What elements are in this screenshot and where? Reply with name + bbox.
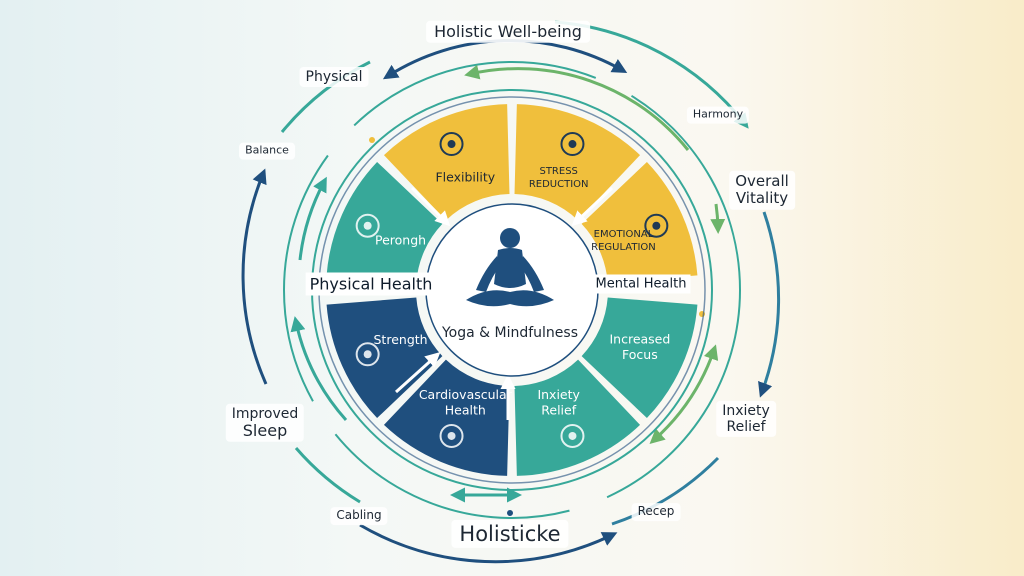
outer-label-harmony: Harmony	[686, 106, 750, 124]
outer-label-overall-vitality: Overall Vitality	[729, 170, 795, 210]
segment-label-strength-line-1: Strength	[374, 332, 428, 347]
segment-stress-reduction	[514, 104, 641, 221]
outer-arc-bottom-right	[611, 456, 720, 526]
checklist-icon	[644, 213, 669, 238]
segment-perongh	[326, 161, 443, 283]
bottom-title: Holisticke	[451, 519, 569, 549]
segment-inxiety-relief	[514, 359, 641, 476]
segment-label-inxiety-relief-line-1: Inxiety	[537, 387, 580, 402]
outer-label-inxiety-relief: Inxiety Relief	[716, 400, 776, 438]
segment-label-flexibility-line-1: Flexibility	[435, 169, 495, 184]
outer-ring-arcs	[241, 20, 781, 564]
segment-label-cardiovascular-health-line-2: Health	[445, 403, 486, 418]
segment-label-perongh-line-1: Perongh	[375, 233, 426, 248]
right-lower-arrow	[649, 344, 719, 444]
segment-strength	[326, 297, 443, 419]
target-icon	[560, 423, 585, 448]
overall-vitality-line-1: Overall	[735, 171, 789, 190]
meditation-figure-icon	[466, 228, 554, 307]
outer-arc-top-left	[280, 60, 371, 133]
outer-arc-left	[241, 168, 268, 385]
outer-label-recep: Recep	[631, 503, 681, 521]
category-physical-health: Physical Health	[305, 272, 437, 296]
segment-label-emotional-regulation-line-2: REGULATION	[591, 242, 656, 253]
segment-label-increased-focus-line-1: Increased	[609, 331, 670, 346]
top-green-arrow	[464, 64, 690, 151]
outer-label-physical: Physical	[299, 66, 369, 88]
segment-emotional-regulation	[581, 161, 698, 283]
outer-arc-bottom	[359, 523, 618, 564]
top-bidirectional-arrow	[382, 39, 628, 80]
inxiety-relief-line-2: Relief	[726, 419, 766, 435]
center-label: Yoga & Mindfulness	[441, 325, 578, 341]
outer-arc-bottom-left	[294, 447, 361, 504]
segment-label-cardiovascular-health-line-1: Cardiovascular	[419, 387, 513, 402]
overall-vitality-line-2: Vitality	[735, 189, 789, 207]
segment-label-stress-reduction-line-2: REDUCTION	[529, 179, 589, 190]
improved-sleep-line-1: Improved	[231, 405, 299, 422]
segment-cardiovascular-health	[383, 359, 510, 476]
segment-ring: Flexibility STRESS REDUCTION EMOTIONAL REGUL…	[326, 104, 698, 476]
right-green-arrow	[710, 203, 726, 234]
brain-icon	[560, 132, 585, 157]
heart-icon	[439, 423, 464, 448]
outer-label-improved-sleep: Improved Sleep	[225, 403, 305, 443]
outer-arc-right	[758, 211, 781, 398]
segment-arrows	[394, 186, 614, 420]
outer-label-cabling: Cabling	[330, 507, 388, 525]
muscle-icon	[355, 342, 380, 367]
yoga-pose-icon	[439, 132, 464, 157]
inxiety-relief-line-1: Inxiety	[722, 402, 770, 419]
outer-label-balance: Balance	[239, 142, 295, 160]
segment-label-increased-focus-line-2: Focus	[622, 347, 658, 362]
segment-label-stress-reduction-line-1: STRESS	[539, 166, 577, 177]
improved-sleep-line-2: Sleep	[242, 420, 288, 440]
left-teal-arrow	[290, 316, 348, 422]
category-mental-health: Mental Health	[591, 274, 691, 294]
segment-label-inxiety-relief-line-2: Relief	[541, 403, 576, 418]
diagram-title: Holistic Well-being	[426, 20, 590, 44]
segment-increased-focus	[581, 297, 698, 419]
segment-label-emotional-regulation-line-1: EMOTIONAL	[594, 229, 654, 240]
lungs-icon	[355, 213, 380, 238]
segment-flexibility	[383, 104, 510, 221]
left-upper-arrow	[298, 176, 327, 261]
